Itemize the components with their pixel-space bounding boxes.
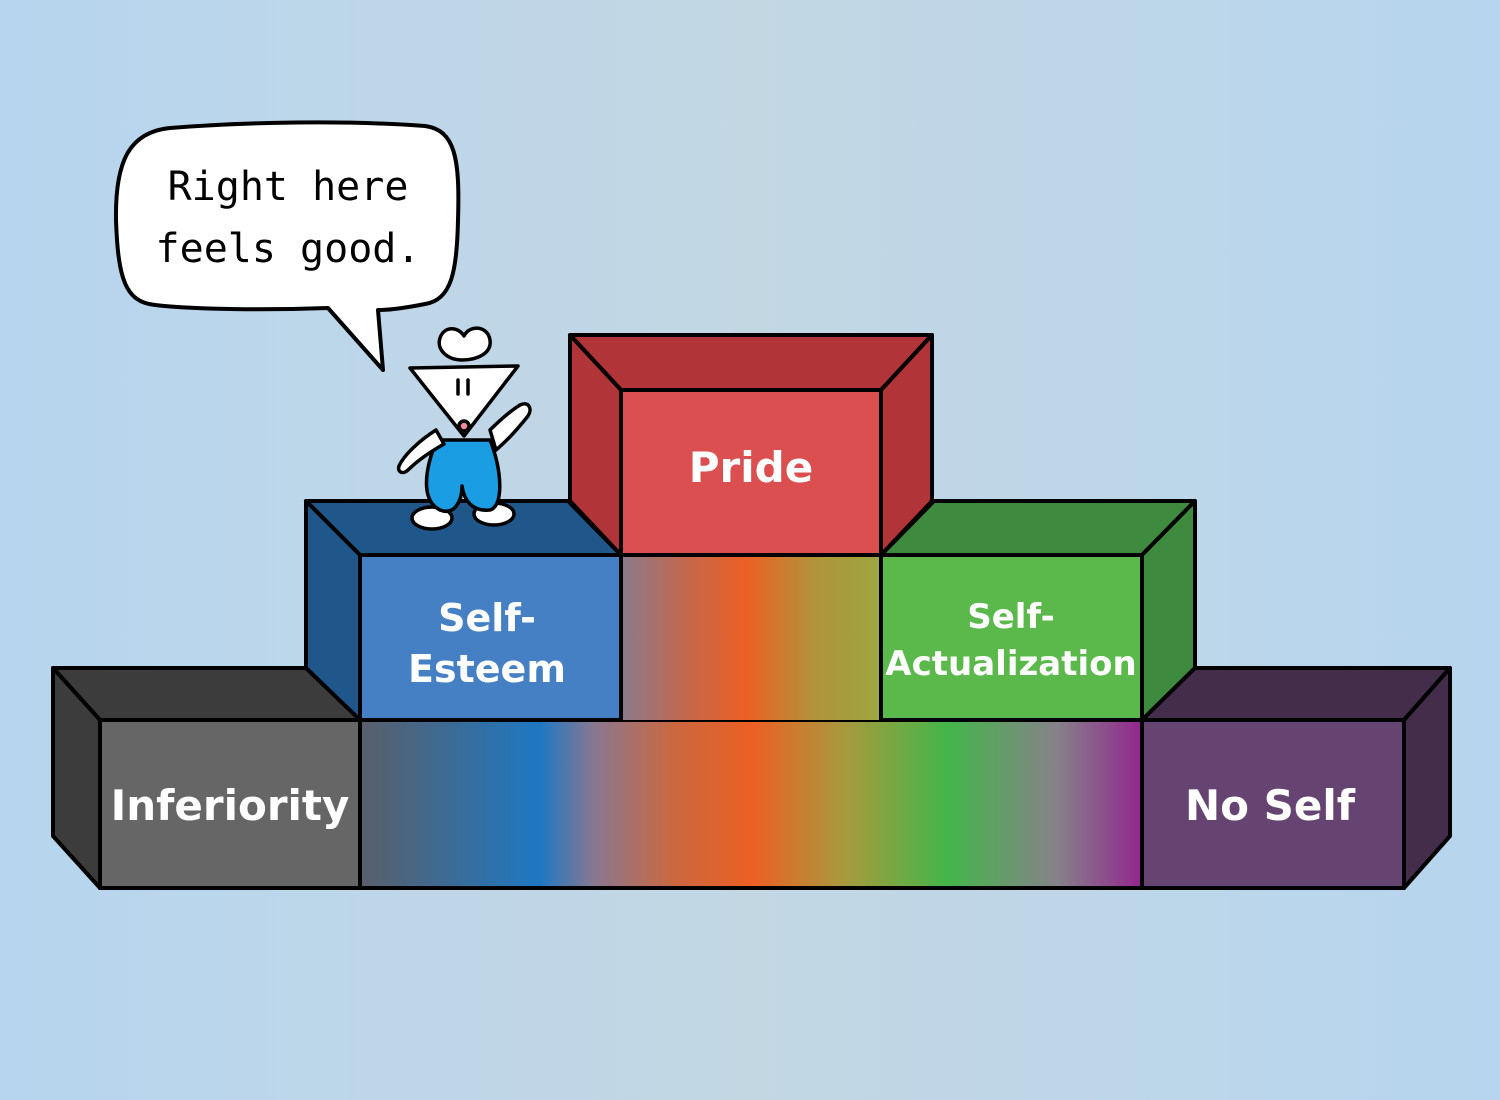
speech-line-1: Right here (168, 164, 409, 210)
speech-bubble (113, 120, 461, 372)
no-self-label: No Self (1185, 781, 1356, 830)
spectrum-low-bar (358, 718, 1144, 890)
spectrum-high-bar (621, 555, 881, 720)
inferiority-block (51, 666, 362, 890)
no-self-block (1140, 666, 1452, 890)
inferiority-label: Inferiority (111, 781, 350, 830)
speech-line-2: feels good. (156, 226, 421, 272)
pride-block (568, 333, 934, 557)
self-esteem-label-line1: Self- (438, 596, 536, 640)
pride-label: Pride (689, 443, 813, 492)
self-esteem-label-line2: Esteem (408, 647, 566, 691)
self-actualization-label-line2: Actualization (885, 644, 1136, 684)
self-actualization-block (879, 499, 1197, 722)
mouse-character (396, 326, 532, 531)
self-actualization-label-line1: Self- (967, 597, 1055, 637)
